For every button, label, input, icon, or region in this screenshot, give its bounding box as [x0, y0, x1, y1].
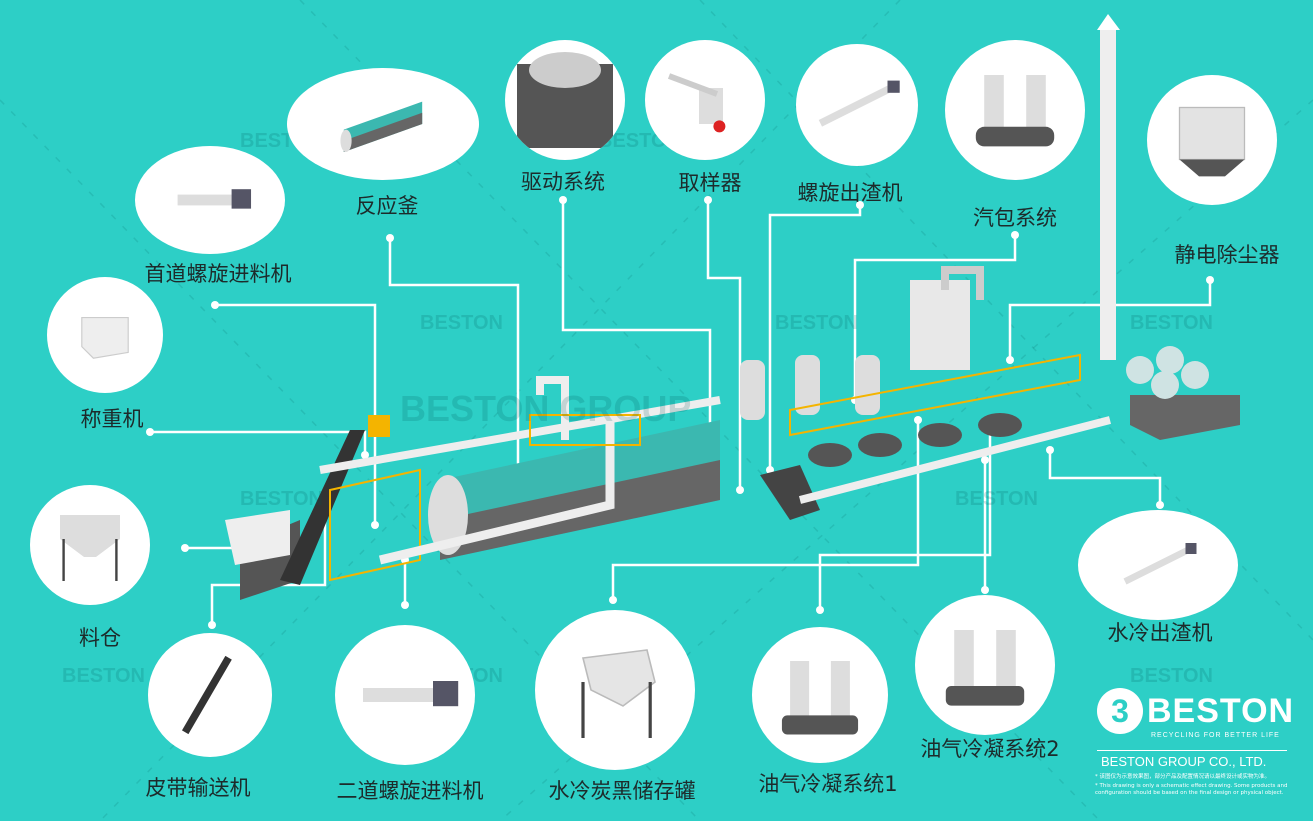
logo-brand: BESTON: [1147, 692, 1295, 730]
silo-image: [30, 485, 150, 605]
oil-gas-condenser-1-image: [752, 627, 888, 763]
sampler-icon: [667, 73, 726, 133]
silo-icon: [60, 515, 120, 581]
drive-system-image: [505, 40, 625, 160]
disclaimer-en: * This drawing is only a schematic effec…: [1095, 783, 1288, 796]
weighing-machine-icon: [81, 317, 129, 359]
sampler-image: [645, 40, 765, 160]
precipitator-icon: [1178, 106, 1246, 177]
watermark: BESTON: [420, 312, 503, 334]
steam-drum-system-image: [945, 40, 1085, 180]
first-screw-feeder-image: [135, 146, 285, 254]
drive-system-label: 驱动系统: [521, 170, 605, 194]
watermark: BESTON: [62, 665, 145, 687]
screw-feeder-icon: [363, 681, 459, 707]
screw-feeder-icon: [177, 189, 252, 209]
reactor-image: [287, 68, 479, 180]
steam-drum-system-label: 汽包系统: [973, 206, 1057, 230]
watermark: BESTON: [955, 488, 1038, 510]
divider: [1097, 750, 1287, 751]
condenser-icon: [781, 661, 859, 735]
storage-tank-icon: [581, 649, 656, 738]
reactor-icon: [340, 101, 423, 152]
weighing-machine-label: 称重机: [80, 407, 144, 431]
second-screw-feeder-image: [335, 625, 475, 765]
reactor-label: 反应釜: [355, 194, 419, 218]
water-cooled-discharger-label: 水冷出渣机: [1107, 621, 1213, 645]
carbon-black-tank-label: 水冷炭黑储存罐: [548, 779, 696, 803]
belt-conveyor-label: 皮带输送机: [145, 776, 251, 800]
watermark: BESTON: [240, 488, 323, 510]
watermark: BESTON: [1130, 665, 1213, 687]
sampler-label: 取样器: [678, 171, 742, 195]
screw-discharger-icon: [818, 80, 900, 127]
electrostatic-precipitator-image: [1147, 75, 1277, 205]
weighing-machine-image: [47, 277, 163, 393]
second-screw-feeder-label: 二道螺旋进料机: [336, 779, 484, 803]
beston-logo-mark: 3: [1097, 688, 1143, 734]
first-screw-feeder-label: 首道螺旋进料机: [144, 262, 292, 286]
oil-gas-condenser-2-label: 油气冷凝系统2: [920, 737, 1060, 761]
disclaimer-cn: * 该图仅为示意效果图，部分产品及配置情况请以最终设计或实物为准。: [1095, 774, 1271, 780]
condenser-icon: [945, 630, 1025, 706]
screw-slag-discharger-image: [796, 44, 918, 166]
oil-gas-condenser-2-image: [915, 595, 1055, 735]
watermark: BESTON: [1130, 312, 1213, 334]
silo-label: 料仓: [79, 626, 121, 650]
electrostatic-precipitator-label: 静电除尘器: [1174, 243, 1280, 267]
screw-discharger-icon: [1123, 543, 1197, 585]
oil-gas-condenser-1-label: 油气冷凝系统1: [758, 772, 898, 796]
carbon-black-tank-image: [535, 610, 695, 770]
logo-tagline: RECYCLING FOR BETTER LIFE: [1151, 732, 1280, 739]
steam-drum-icon: [975, 75, 1055, 147]
watermark: BESTON: [775, 312, 858, 334]
belt-conveyor-icon: [181, 655, 232, 735]
water-cooled-discharger-image: [1078, 510, 1238, 620]
drive-system-icon: [517, 52, 613, 148]
watermark-center: BESTON GROUP: [400, 388, 692, 429]
screw-slag-discharger-label: 螺旋出渣机: [797, 181, 903, 205]
belt-conveyor-image: [148, 633, 272, 757]
company-name: BESTON GROUP CO., LTD.: [1101, 754, 1267, 769]
pyrolysis-plant: [225, 14, 1240, 600]
